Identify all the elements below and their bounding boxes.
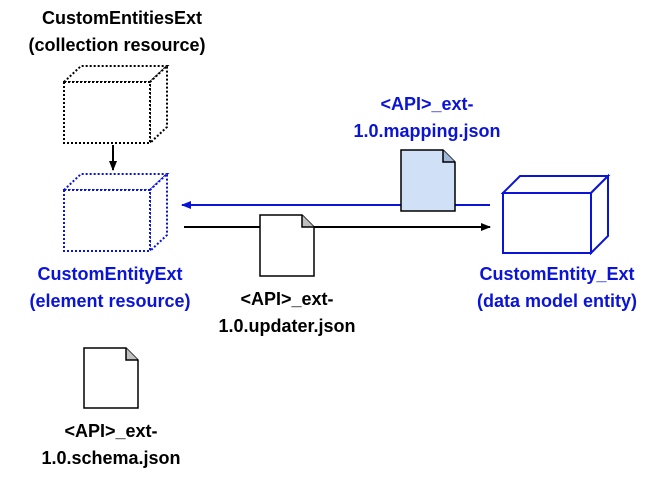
mapping-document-icon: [400, 149, 456, 212]
updater-file-label-line2: 1.0.updater.json: [218, 316, 355, 336]
schema-document-icon: [83, 347, 139, 409]
collection-resource-subtitle: (collection resource): [28, 35, 205, 55]
updater-document-icon: [259, 214, 315, 277]
mapping-file-label-line1: <API>_ext-: [380, 94, 473, 114]
data-model-entity-title: CustomEntity_Ext: [479, 264, 634, 284]
collection-resource-title: CustomEntitiesExt: [42, 8, 202, 28]
data-model-entity-subtitle: (data model entity): [477, 291, 637, 311]
element-resource-subtitle: (element resource): [29, 291, 190, 311]
element-resource-title: CustomEntityExt: [37, 264, 182, 284]
data-model-entity-cube: [500, 173, 611, 256]
schema-file-label-line1: <API>_ext-: [64, 421, 157, 441]
updater-file-label-line1: <API>_ext-: [240, 289, 333, 309]
collection-resource-cube: [61, 63, 170, 146]
mapping-file-label-line2: 1.0.mapping.json: [353, 121, 500, 141]
element-resource-cube: [61, 171, 170, 254]
schema-file-label-line2: 1.0.schema.json: [41, 448, 180, 468]
